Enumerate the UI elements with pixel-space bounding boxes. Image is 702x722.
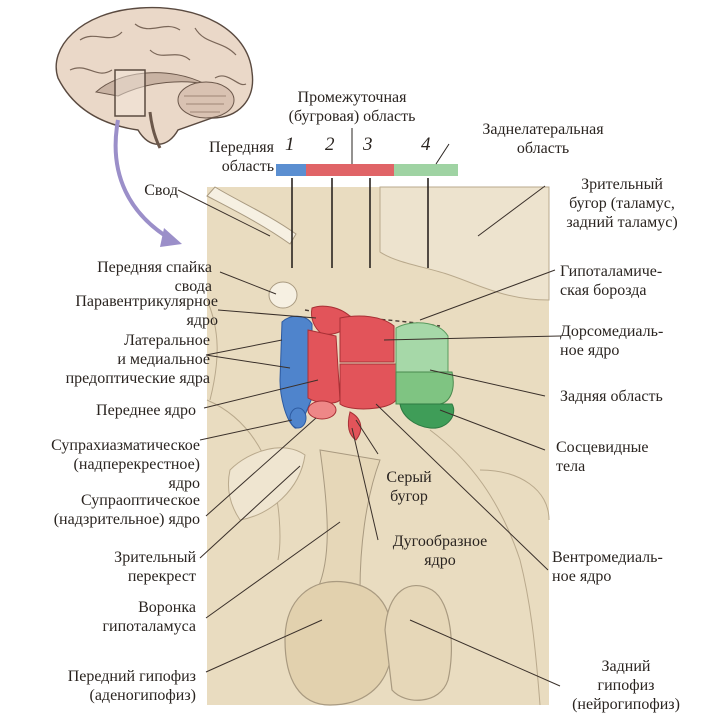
label-posterior-area: Задняя область (560, 388, 663, 405)
region-tuberal-label: Промежуточная (бугровая) область (288, 89, 416, 125)
label-anterior-commissure: Передняя спайка свода (97, 259, 212, 295)
section-number-2: 2 (325, 134, 335, 155)
label-suprachiasmatic: Супрахиазматическое (надперекрестное) яд… (51, 437, 200, 492)
thumbnail-highlight-box (114, 69, 146, 117)
label-hypothalamic-sulcus: Гипоталамиче- ская борозда (560, 263, 663, 299)
region-color-bar (276, 164, 458, 176)
anterior-nucleus (307, 329, 341, 404)
label-fornix: Свод (144, 182, 178, 199)
label-thalamus: Зрительный бугор (таламус, задний таламу… (566, 176, 678, 231)
label-tuber-cinereum: Серый бугор (386, 469, 432, 505)
label-paraventricular: Паравентрикулярное ядро (75, 293, 218, 329)
region-anterior-label: Передняя область (209, 139, 274, 175)
label-mammillary: Сосцевидные тела (556, 439, 649, 475)
label-optic-chiasm: Зрительный перекрест (114, 549, 196, 585)
label-infundibulum: Воронка гипоталамуса (102, 599, 196, 635)
label-dorsomedial: Дорсомедиаль- ное ядро (560, 323, 664, 359)
pointer-arrow (113, 119, 174, 242)
label-posterior-pituitary: Задний гипофиз (нейрогипофиз) (572, 658, 680, 713)
label-supraoptic: Супраоптическое (надзрительное) ядро (53, 492, 200, 528)
section-number-3: 3 (363, 134, 373, 155)
label-arcuate: Дугообразное ядро (392, 533, 488, 569)
posterior-hypothalamus (395, 322, 449, 373)
label-anterior-pituitary: Передний гипофиз (аденогипофиз) (67, 668, 196, 704)
section-number-4: 4 (421, 134, 431, 155)
section-panel (206, 178, 550, 706)
label-ventromedial: Вентромедиаль- ное ядро (552, 549, 663, 585)
ventromedial-nucleus (339, 363, 397, 410)
arcuate-nucleus (347, 411, 362, 441)
label-preoptic: Латеральное и медиальное предоптические … (65, 332, 210, 387)
dorsomedial-nucleus (339, 315, 395, 363)
label-anterior-nucleus: Переднее ядро (96, 402, 196, 419)
suprachiasmatic-nucleus (289, 407, 307, 429)
supraoptic-nucleus (307, 400, 337, 420)
leader-lines (177, 185, 561, 687)
brain-thumbnail (55, 6, 254, 149)
region-posterior-lateral-label: Заднелатеральная область (482, 121, 604, 157)
section-number-1: 1 (285, 134, 295, 155)
